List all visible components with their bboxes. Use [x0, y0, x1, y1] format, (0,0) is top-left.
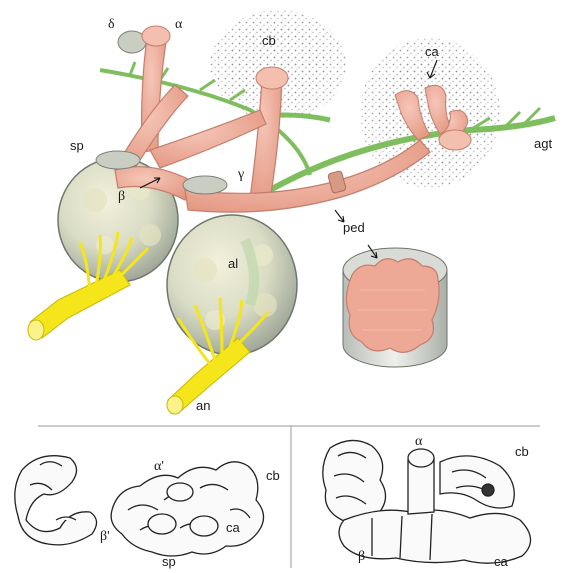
label-ped: ped [343, 220, 365, 235]
label-alpha: α [175, 17, 183, 32]
label-al: al [228, 256, 238, 271]
label-alpha-lower-right: α [415, 434, 423, 449]
label-beta-lower-right: β [358, 549, 365, 564]
label-beta: β [118, 189, 125, 204]
label-cb-lower-right: cb [515, 444, 529, 459]
lower-right-sketch [323, 440, 531, 563]
label-an: an [196, 398, 210, 413]
label-ca-lower-left: ca [226, 520, 241, 535]
label-sp-lower-left: sp [162, 554, 176, 569]
label-beta-prime: β' [100, 529, 110, 544]
label-ca: ca [425, 44, 440, 59]
label-sp: sp [70, 138, 84, 153]
label-cb-lower-left: cb [266, 468, 280, 483]
peduncle-cross-section [343, 248, 447, 367]
label-delta: δ [108, 17, 115, 32]
label-ca-lower-right: ca [494, 554, 509, 569]
label-gamma: γ [237, 167, 244, 182]
label-cb: cb [262, 33, 276, 48]
lower-left-sketch [15, 456, 264, 556]
label-alpha-prime: α' [154, 459, 164, 474]
label-agt: agt [534, 136, 552, 151]
